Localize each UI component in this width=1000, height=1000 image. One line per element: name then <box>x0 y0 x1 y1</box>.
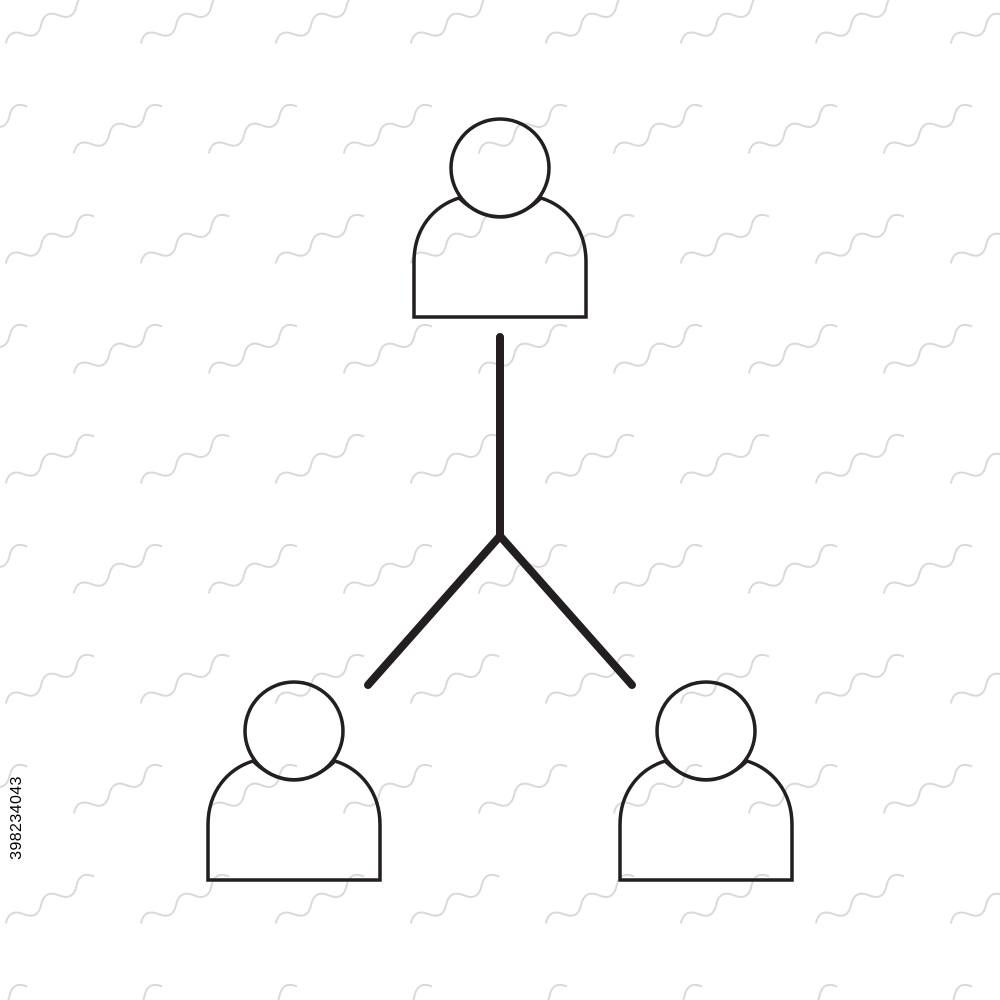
watermark-mark <box>409 653 500 704</box>
watermark-mark <box>342 323 433 374</box>
watermark-mark <box>72 983 163 1000</box>
watermark-mark <box>409 873 500 924</box>
y-connector-icon <box>364 333 636 689</box>
watermark-mark <box>139 433 230 484</box>
watermark-mark <box>0 983 28 1000</box>
watermark-mark <box>544 0 635 44</box>
watermark-mark <box>342 983 433 1000</box>
watermark-mark <box>4 433 95 484</box>
watermark-mark <box>207 983 298 1000</box>
watermark-mark <box>882 763 973 814</box>
watermark-mark <box>814 653 905 704</box>
watermark-mark <box>544 213 635 264</box>
watermark-mark <box>612 983 703 1000</box>
watermark-mark <box>612 103 703 154</box>
watermark-mark <box>679 213 770 264</box>
watermark-mark <box>949 0 1000 44</box>
watermark-mark <box>72 763 163 814</box>
watermark-mark <box>949 653 1000 704</box>
watermark-mark <box>949 433 1000 484</box>
watermark-mark <box>4 213 95 264</box>
watermark-mark <box>814 213 905 264</box>
watermark-mark <box>274 873 365 924</box>
watermark-mark <box>477 103 568 154</box>
watermark-mark <box>207 323 298 374</box>
watermark-mark <box>274 653 365 704</box>
watermark-mark <box>477 983 568 1000</box>
watermark-mark <box>342 543 433 594</box>
watermark-mark <box>747 763 838 814</box>
watermark-mark <box>274 213 365 264</box>
watermark-mark <box>4 0 95 44</box>
stock-id-label: 398234043 <box>8 776 25 860</box>
watermark-mark <box>207 103 298 154</box>
watermark-mark <box>409 213 500 264</box>
watermark-mark <box>949 213 1000 264</box>
watermark-mark <box>139 213 230 264</box>
watermark-mark <box>139 0 230 44</box>
watermark-mark <box>679 873 770 924</box>
bottom-left-person-icon <box>206 680 382 882</box>
watermark-mark <box>612 323 703 374</box>
watermark-mark <box>72 543 163 594</box>
watermark-mark <box>409 433 500 484</box>
watermark-mark <box>0 763 28 814</box>
watermark-mark <box>612 763 703 814</box>
watermark-mark <box>4 653 95 704</box>
watermark-mark <box>882 103 973 154</box>
bottom-right-person-icon <box>618 680 794 882</box>
top-person-icon <box>412 117 588 319</box>
watermark-mark <box>814 873 905 924</box>
watermark-mark <box>612 543 703 594</box>
watermark-mark <box>544 433 635 484</box>
watermark-mark <box>882 543 973 594</box>
watermark-mark <box>4 873 95 924</box>
watermark-mark <box>747 543 838 594</box>
watermark-mark <box>274 433 365 484</box>
watermark-mark <box>814 0 905 44</box>
watermark-mark <box>342 763 433 814</box>
watermark-mark <box>814 433 905 484</box>
watermark-mark <box>0 103 28 154</box>
watermark-mark <box>882 323 973 374</box>
watermark-mark <box>747 323 838 374</box>
watermark-mark <box>207 543 298 594</box>
watermark-mark <box>342 103 433 154</box>
watermark-mark <box>409 0 500 44</box>
watermark-mark <box>747 103 838 154</box>
watermark-mark <box>679 653 770 704</box>
watermark-mark <box>477 323 568 374</box>
watermark-mark <box>882 983 973 1000</box>
watermark-mark <box>477 763 568 814</box>
watermark-mark <box>0 543 28 594</box>
watermark-mark <box>0 323 28 374</box>
watermark-mark <box>949 873 1000 924</box>
watermark-mark <box>207 763 298 814</box>
watermark-mark <box>544 873 635 924</box>
watermark-mark <box>139 653 230 704</box>
watermark-mark <box>274 0 365 44</box>
watermark-mark <box>679 0 770 44</box>
watermark-mark <box>72 323 163 374</box>
watermark-mark <box>747 983 838 1000</box>
watermark-mark <box>139 873 230 924</box>
watermark-mark <box>679 433 770 484</box>
watermark-mark <box>72 103 163 154</box>
